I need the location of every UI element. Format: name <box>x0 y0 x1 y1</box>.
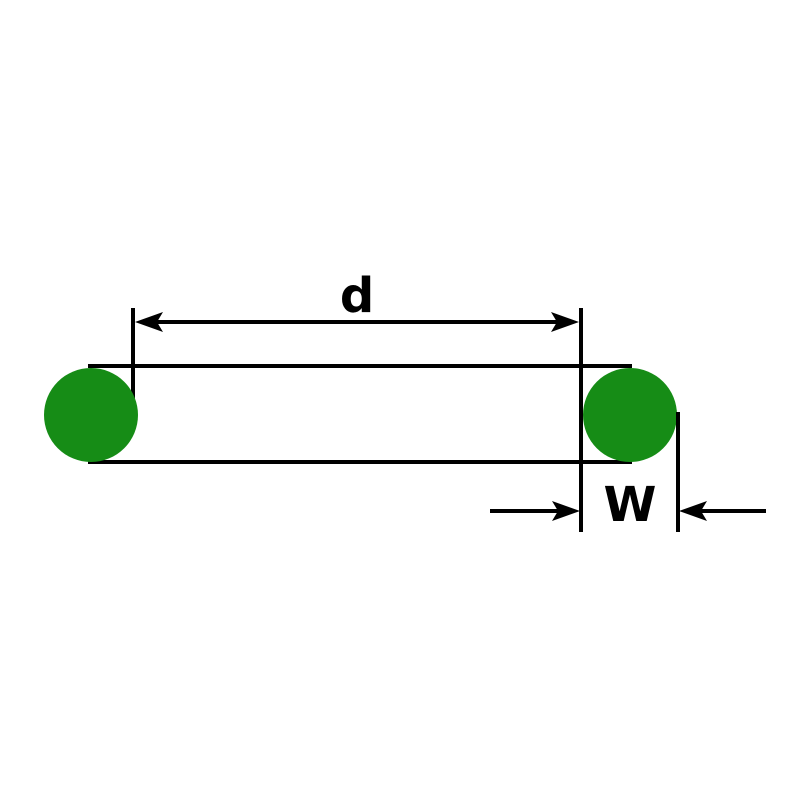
d-arrowhead-left-icon <box>135 312 163 332</box>
w-arrowhead-right-icon <box>679 501 707 521</box>
oring-cross-section-left <box>44 368 138 462</box>
cross-section-width-label: W <box>604 477 657 533</box>
w-arrowhead-left-icon <box>552 501 580 521</box>
oring-cross-section-right <box>583 368 677 462</box>
inner-diameter-label: d <box>340 268 374 324</box>
d-arrowhead-right-icon <box>551 312 579 332</box>
